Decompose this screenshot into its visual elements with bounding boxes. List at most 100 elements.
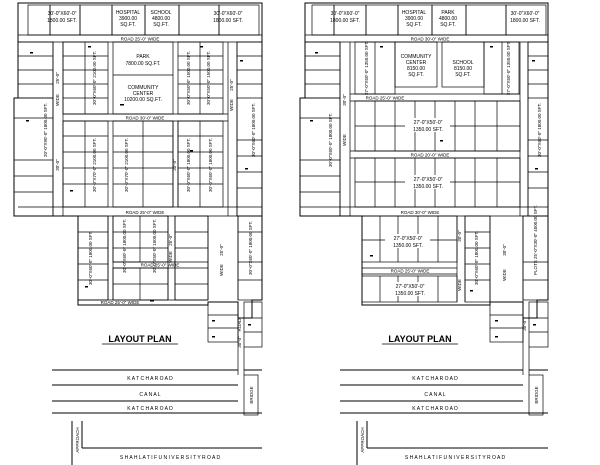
svg-text:3900.00: 3900.00: [119, 16, 137, 22]
plot-row-label: 27'-0"X50'-0" 1350.00 SFT.: [413, 177, 443, 190]
bridge-label: BRIDGE: [534, 386, 539, 403]
plot-row-label: 27'-0"X50'-0" 1350.00 SFT.: [413, 120, 443, 133]
park-plot: PARK 4800.00 SQ.FT.: [439, 10, 457, 28]
svg-text:SQ.FT.: SQ.FT.: [408, 72, 424, 78]
plot-markers: [26, 46, 538, 338]
svg-text:WIDE: WIDE: [457, 279, 462, 291]
plot-dimension-label: 20'-0"X90'-0" 1800.00 SFT.: [43, 103, 48, 157]
university-road-label: S H A H L A T I F U N I V E R S I T Y R …: [405, 455, 506, 461]
svg-text:WIDE: WIDE: [219, 264, 224, 276]
svg-text:27'-0"X50'-0": 27'-0"X50'-0": [394, 236, 423, 242]
road-label: ROAD 25'-0" WIDE: [391, 269, 430, 274]
plot-dimension-label: 30'-0"X60'-0" 2100.00 SFT.: [92, 51, 97, 105]
svg-text:30'-0": 30'-0": [457, 230, 462, 242]
svg-text:WIDE: WIDE: [229, 99, 234, 111]
svg-text:SQ.FT.: SQ.FT.: [455, 72, 471, 78]
plot-dimension-label: 30'-0"X60'-0" 1800.00 SFT.: [248, 221, 253, 275]
top-plot-right: 30'-0"X60'-0" 1800.00 SFT.: [213, 11, 243, 24]
svg-text:30'-0"X60'-0": 30'-0"X60'-0": [331, 11, 360, 17]
svg-text:3900.00: 3900.00: [405, 16, 423, 22]
plot-dimension-label: 27'-0"X50'-0" 1350.00 SFT.: [506, 41, 511, 95]
svg-text:10200.00 SQ.FT.: 10200.00 SQ.FT.: [124, 97, 162, 103]
school-plot: SCHOOL 4800.00 SQ.FT.: [150, 10, 171, 28]
plot-dimension-label: 30'-0"X60'-0" 1800.00 SFT.: [122, 219, 127, 273]
svg-text:1350.00 SFT.: 1350.00 SFT.: [395, 291, 425, 297]
katcha-road-label: K A T C H A R O A D: [412, 376, 458, 382]
approach-label: APPROACH: [360, 427, 365, 452]
svg-text:30'-0"X60'-0": 30'-0"X60'-0": [214, 11, 243, 17]
community-center-plot: COMMUNITY CENTER 8150.00 SQ.FT.: [401, 54, 432, 78]
svg-text:PARK: PARK: [441, 10, 455, 16]
svg-text:HOSPITAL: HOSPITAL: [402, 10, 427, 16]
svg-text:30'-0": 30'-0": [172, 159, 177, 171]
svg-text:30'-0": 30'-0": [502, 244, 507, 256]
road-label: ROAD 30'-0" WIDE: [411, 37, 450, 42]
svg-text:1350.00 SFT.: 1350.00 SFT.: [413, 127, 443, 133]
svg-text:27'-0"X50'-0": 27'-0"X50'-0": [414, 120, 443, 126]
svg-text:WIDE: WIDE: [55, 94, 60, 106]
svg-text:SQ.FT.: SQ.FT.: [440, 22, 456, 28]
left-layout-plan: 30'-0"X60'-0" 1800.00 SFT. HOSPITAL 3900…: [13, 2, 263, 375]
road-label: ROAD 25'-0" WIDE: [366, 96, 405, 101]
road-label: ROAD 25'-0" WIDE: [101, 300, 140, 305]
svg-text:SQ.FT.: SQ.FT.: [120, 22, 136, 28]
canal-label: C A N A L: [424, 392, 445, 398]
plot-dimension-label: 30'-0"X60'-0" 1800.00 SFT.: [186, 138, 191, 192]
svg-text:25'-0": 25'-0": [219, 244, 224, 256]
svg-text:8150.00: 8150.00: [454, 66, 472, 72]
left-bottom-roads: K A T C H A R O A D C A N A L K A T C H …: [52, 369, 262, 465]
road-label: ROAD 25'-0" WIDE: [121, 37, 160, 42]
svg-text:4800.00: 4800.00: [152, 16, 170, 22]
svg-text:1800.00 SFT.: 1800.00 SFT.: [330, 18, 360, 24]
svg-text:30'-0": 30'-0": [55, 159, 60, 171]
university-road-label: S H A H L A T I F U N I V E R S I T Y R …: [120, 455, 221, 461]
plot-dimension-label: 30'-0"X60'-0" 1800.00 SFT.: [208, 138, 213, 192]
svg-text:COMMUNITY: COMMUNITY: [401, 54, 432, 60]
svg-text:SQ.FT.: SQ.FT.: [153, 22, 169, 28]
svg-text:4800.00: 4800.00: [439, 16, 457, 22]
plot-dimension-label: 30'-0"X60'-0" 1800.00 SFT.: [88, 231, 93, 285]
plot-dimension-label: 30'-0"X70'-0" 2100.00 SFT.: [92, 138, 97, 192]
layout-plan-title: LAYOUT PLAN: [388, 334, 451, 344]
svg-text:25'-0": 25'-0": [229, 79, 234, 91]
road-label: ROAD 25'-0" WIDE: [126, 210, 165, 215]
svg-text:30'-0": 30'-0": [522, 319, 527, 331]
svg-text:25'-0": 25'-0": [168, 234, 173, 246]
plot-dimension-label: 30'-0"X50'-0" 1500.00 SFT.: [206, 51, 211, 105]
svg-text:CENTER: CENTER: [133, 91, 154, 97]
bridge-label: BRIDGE: [249, 386, 254, 403]
katcha-road-label: K A T C H A R O A D: [127, 406, 173, 412]
svg-text:CENTER: CENTER: [406, 60, 427, 66]
svg-text:30'-0"X60'-0": 30'-0"X60'-0": [511, 11, 540, 17]
plot-dimension-label: PLOTS 25'-0"X30'-0" 4500.00 SFT.: [533, 205, 538, 275]
svg-text:SQ.FT.: SQ.FT.: [406, 22, 422, 28]
svg-text:WIDE: WIDE: [168, 251, 173, 263]
svg-text:30'-0": 30'-0": [237, 336, 242, 348]
plot-dimension-label: 30'-0"X60'-0" 1800.00 SFT.: [537, 103, 542, 157]
svg-text:1800.00 SFT.: 1800.00 SFT.: [213, 18, 243, 24]
svg-text:WIDE: WIDE: [502, 269, 507, 281]
plot-dimension-label: 30'-0"X60'-0" 1800.00 SFT.: [474, 231, 479, 285]
svg-text:27'-0"X50'-0": 27'-0"X50'-0": [414, 177, 443, 183]
road-label: ROAD 30'-0" WIDE: [126, 116, 165, 121]
svg-text:27'-0"X50'-0": 27'-0"X50'-0": [396, 284, 425, 290]
layout-plan-title: LAYOUT PLAN: [108, 334, 171, 344]
community-center-plot: COMMUNITY CENTER 10200.00 SQ.FT.: [124, 85, 162, 103]
plot-dimension-label: 30'-0"X50'-0" 1500.00 SFT.: [186, 51, 191, 105]
svg-text:HOSPITAL: HOSPITAL: [116, 10, 141, 16]
right-bottom-roads: K A T C H A R O A D C A N A L K A T C H …: [340, 369, 548, 465]
svg-text:SCHOOL: SCHOOL: [452, 60, 473, 66]
top-plot-left: 30'-0"X60'-0" 1800.00 SFT.: [330, 11, 360, 24]
svg-text:ROAD: ROAD: [237, 318, 242, 332]
svg-text:PARK: PARK: [136, 54, 150, 60]
road-label: ROAD 30'-0" WIDE: [401, 210, 440, 215]
plot-dimension-label: 30'-0"X60'-0" 1800.00 SFT.: [251, 103, 256, 157]
katcha-road-label: K A T C H A R O A D: [127, 376, 173, 382]
plot-row-label: 27'-0"X50'-0" 1350.00 SFT.: [395, 284, 425, 297]
svg-text:1350.00 SFT.: 1350.00 SFT.: [413, 184, 443, 190]
approach-label: APPROACH: [75, 427, 80, 452]
svg-text:1350.00 SFT.: 1350.00 SFT.: [393, 243, 423, 249]
svg-text:1800.00 SFT.: 1800.00 SFT.: [510, 18, 540, 24]
road-label: ROAD 25'-0" WIDE: [141, 263, 180, 268]
